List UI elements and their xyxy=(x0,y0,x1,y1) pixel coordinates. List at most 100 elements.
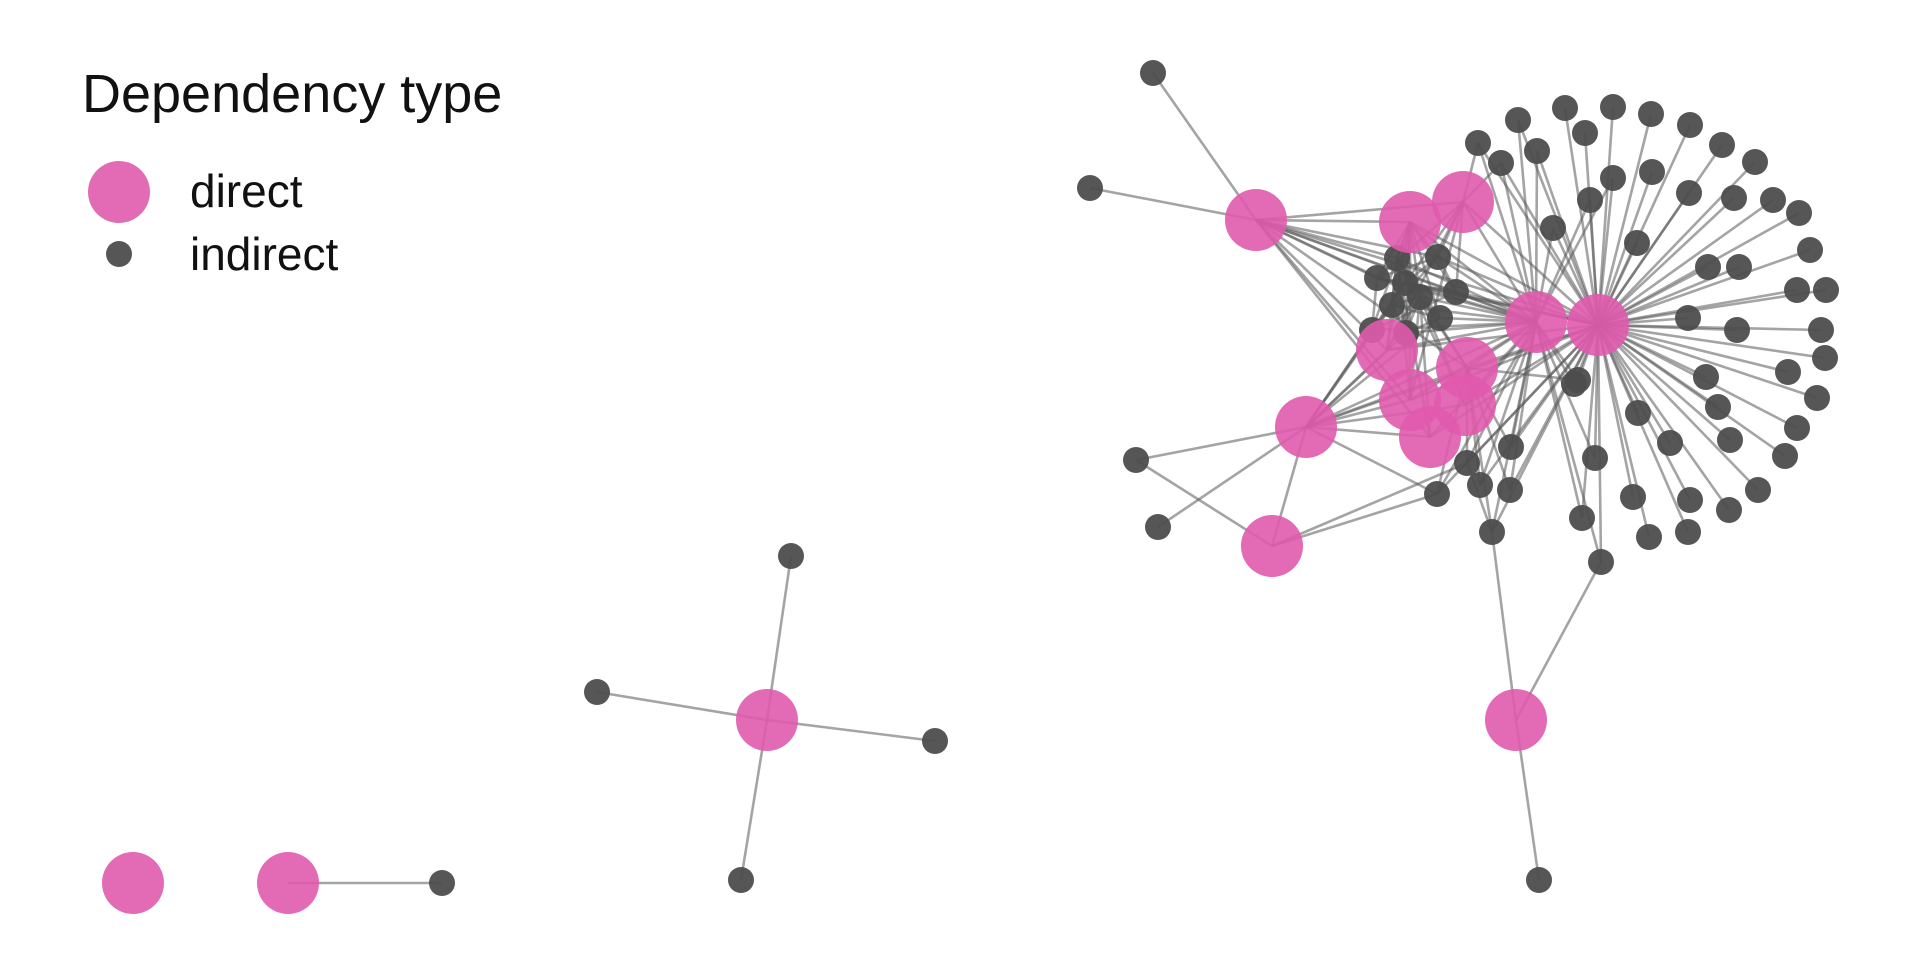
indirect-dependency-node xyxy=(1625,400,1651,426)
graph-edge xyxy=(1271,461,1468,548)
indirect-dependency-node xyxy=(1813,277,1839,303)
indirect-dependency-node xyxy=(1745,477,1771,503)
legend-title: Dependency type xyxy=(82,64,502,124)
indirect-dependency-node xyxy=(1569,505,1595,531)
indirect-dependency-node xyxy=(1721,185,1747,211)
direct-dependency-node xyxy=(1485,689,1547,751)
legend-swatch-indirect xyxy=(106,241,132,267)
graph-edge xyxy=(1580,324,1600,519)
graph-edge xyxy=(1597,323,1818,400)
graph-edge xyxy=(1596,324,1690,533)
graph-edge xyxy=(1490,531,1518,721)
indirect-dependency-node xyxy=(1677,112,1703,138)
graph-edge xyxy=(1516,119,1538,323)
indirect-dependency-node xyxy=(1379,292,1405,318)
indirect-dependency-node xyxy=(1454,450,1480,476)
graph-edge xyxy=(1596,324,1603,563)
graph-edge xyxy=(1597,323,1786,458)
direct-dependency-node xyxy=(257,852,319,914)
indirect-dependency-node xyxy=(1392,270,1418,296)
graph-edge xyxy=(1409,220,1599,327)
indirect-dependency-node xyxy=(1716,497,1742,523)
indirect-dependency-node xyxy=(1775,359,1801,385)
indirect-dependency-node xyxy=(728,867,754,893)
indirect-dependency-node xyxy=(1465,130,1491,156)
indirect-dependency-node xyxy=(1726,254,1752,280)
graph-edge xyxy=(1597,324,1759,491)
indirect-dependency-node xyxy=(429,870,455,896)
direct-dependency-node xyxy=(1379,191,1441,253)
indirect-dependency-node xyxy=(1797,237,1823,263)
graph-edge xyxy=(1476,142,1538,323)
indirect-dependency-node xyxy=(1588,549,1614,575)
graph-edge xyxy=(1596,324,1731,511)
indirect-dependency-node xyxy=(1572,120,1598,146)
indirect-dependency-node xyxy=(1140,60,1166,86)
indirect-dependency-node xyxy=(1505,107,1531,133)
indirect-dependency-node xyxy=(1540,215,1566,241)
indirect-dependency-node xyxy=(1709,132,1735,158)
indirect-dependency-node xyxy=(1808,317,1834,343)
indirect-dependency-node xyxy=(778,543,804,569)
indirect-dependency-node xyxy=(1636,524,1662,550)
direct-dependency-node xyxy=(736,689,798,751)
indirect-dependency-node xyxy=(1677,487,1703,513)
indirect-dependency-node xyxy=(1786,200,1812,226)
indirect-dependency-node xyxy=(1742,149,1768,175)
indirect-dependency-node xyxy=(1760,187,1786,213)
indirect-dependency-node xyxy=(1639,159,1665,185)
indirect-dependency-node xyxy=(584,679,610,705)
direct-dependency-node xyxy=(1356,319,1418,381)
legend-swatch-direct xyxy=(88,161,150,223)
graph-edge xyxy=(1597,323,1826,360)
indirect-dependency-node xyxy=(1479,519,1505,545)
direct-dependency-node xyxy=(1567,294,1629,356)
indirect-dependency-node xyxy=(1676,180,1702,206)
graph-edge xyxy=(1597,197,1735,326)
indirect-dependency-node xyxy=(1364,265,1390,291)
indirect-dependency-node xyxy=(1804,385,1830,411)
direct-dependency-node xyxy=(1505,291,1567,353)
legend-label-direct: direct xyxy=(190,165,303,217)
indirect-dependency-node xyxy=(1467,472,1493,498)
indirect-dependency-node xyxy=(1772,443,1798,469)
indirect-dependency-node xyxy=(1717,427,1743,453)
graph-edge xyxy=(1408,201,1465,401)
indirect-dependency-node xyxy=(1526,867,1552,893)
indirect-dependency-node xyxy=(1524,138,1550,164)
indirect-dependency-node xyxy=(1675,305,1701,331)
indirect-dependency-node xyxy=(1582,445,1608,471)
indirect-dependency-node xyxy=(1620,484,1646,510)
indirect-dependency-node xyxy=(1784,415,1810,441)
direct-dependency-node xyxy=(1399,406,1461,468)
indirect-dependency-node xyxy=(1600,94,1626,120)
indirect-dependency-node xyxy=(1657,430,1683,456)
indirect-dependency-node xyxy=(922,728,948,754)
indirect-dependency-node xyxy=(1624,230,1650,256)
indirect-dependency-node xyxy=(1552,95,1578,121)
graph-edge xyxy=(1534,321,1584,519)
legend: Dependency type direct indirect xyxy=(82,64,502,280)
indirect-dependency-node xyxy=(1077,175,1103,201)
indirect-dependency-node xyxy=(1695,254,1721,280)
direct-dependency-node xyxy=(1225,189,1287,251)
indirect-dependency-node xyxy=(1705,394,1731,420)
indirect-dependency-node xyxy=(1784,277,1810,303)
direct-dependency-node xyxy=(1432,171,1494,233)
indirect-dependency-node xyxy=(1600,165,1626,191)
indirect-dependency-node xyxy=(1724,317,1750,343)
indirect-dependency-node xyxy=(1693,364,1719,390)
indirect-dependency-node xyxy=(1424,481,1450,507)
indirect-dependency-node xyxy=(1638,101,1664,127)
graph-edge xyxy=(1597,323,1822,332)
indirect-dependency-node xyxy=(1145,514,1171,540)
indirect-dependency-node xyxy=(1561,371,1587,397)
indirect-dependency-node xyxy=(1443,279,1469,305)
indirect-dependency-node xyxy=(1498,434,1524,460)
indirect-dependency-node xyxy=(1812,345,1838,371)
direct-dependency-node xyxy=(1275,396,1337,458)
indirect-dependency-node xyxy=(1577,187,1603,213)
indirect-dependency-node xyxy=(1675,519,1701,545)
graph-edge xyxy=(1597,198,1774,327)
legend-label-indirect: indirect xyxy=(190,228,339,280)
